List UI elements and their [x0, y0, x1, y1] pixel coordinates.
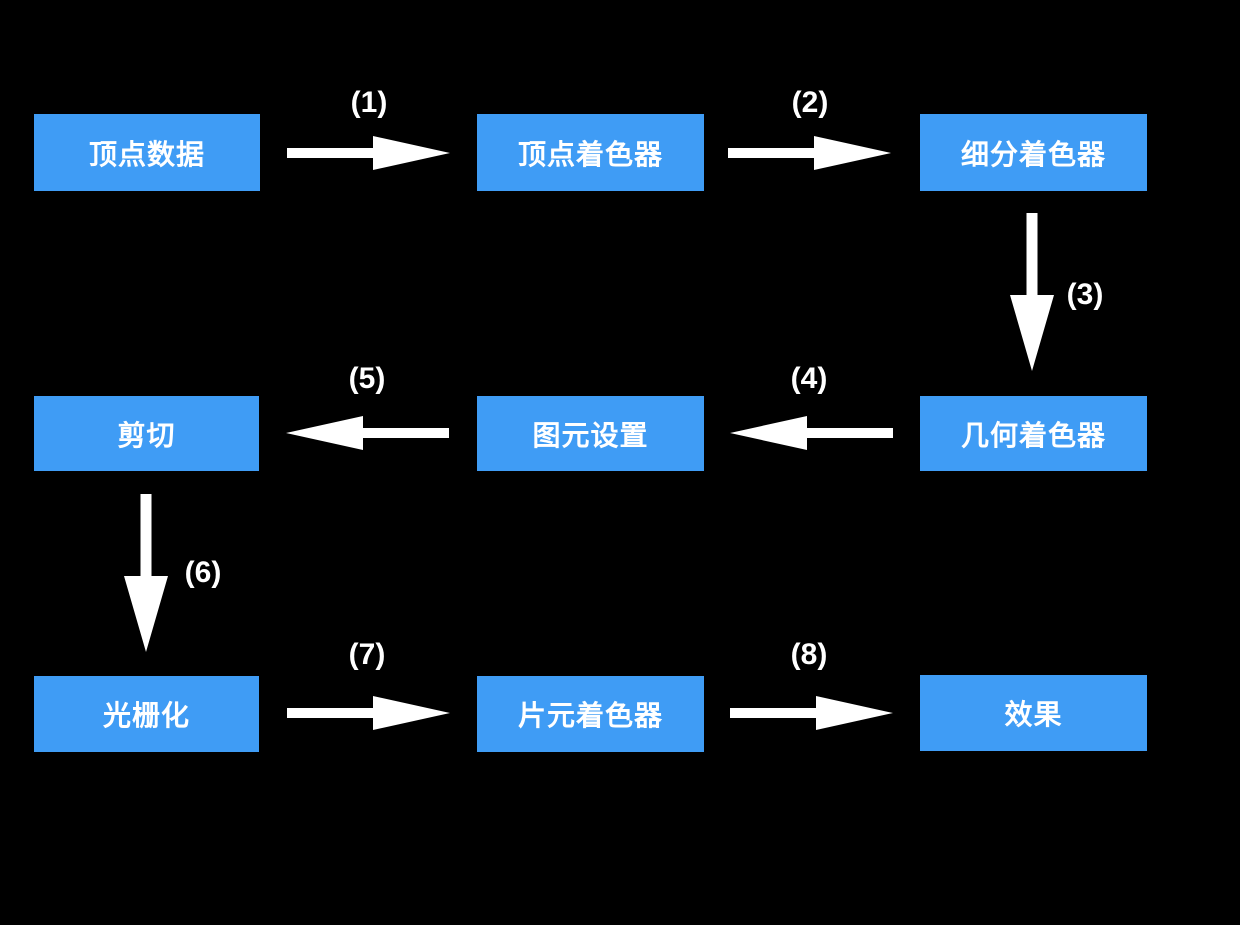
arrow-right-icon: [730, 696, 893, 730]
node-rasterization: 光栅化: [34, 676, 259, 752]
node-vertex-data: 顶点数据: [34, 114, 260, 191]
node-geometry-shader: 几何着色器: [920, 396, 1147, 471]
node-vertex-shader: 顶点着色器: [477, 114, 704, 191]
edge-label-5: (5): [348, 362, 386, 395]
arrow-down-icon: [1010, 213, 1054, 371]
edge-label-8: (8): [790, 638, 828, 671]
edge-label-7: (7): [348, 638, 386, 671]
arrow-down-icon: [124, 494, 168, 652]
edge-label-4: (4): [790, 362, 828, 395]
node-result: 效果: [920, 675, 1147, 751]
edge-label-2: (2): [791, 86, 829, 119]
edge-label-3: (3): [1066, 278, 1104, 311]
node-primitive-setup: 图元设置: [477, 396, 704, 471]
arrow-left-icon: [286, 416, 449, 450]
node-tessellation-shader: 细分着色器: [920, 114, 1147, 191]
arrow-left-icon: [730, 416, 893, 450]
edge-label-6: (6): [184, 556, 222, 589]
arrow-right-icon: [728, 136, 891, 170]
edge-label-1: (1): [350, 86, 388, 119]
node-clipping: 剪切: [34, 396, 259, 471]
node-fragment-shader: 片元着色器: [477, 676, 704, 752]
arrow-right-icon: [287, 136, 450, 170]
arrow-right-icon: [287, 696, 450, 730]
